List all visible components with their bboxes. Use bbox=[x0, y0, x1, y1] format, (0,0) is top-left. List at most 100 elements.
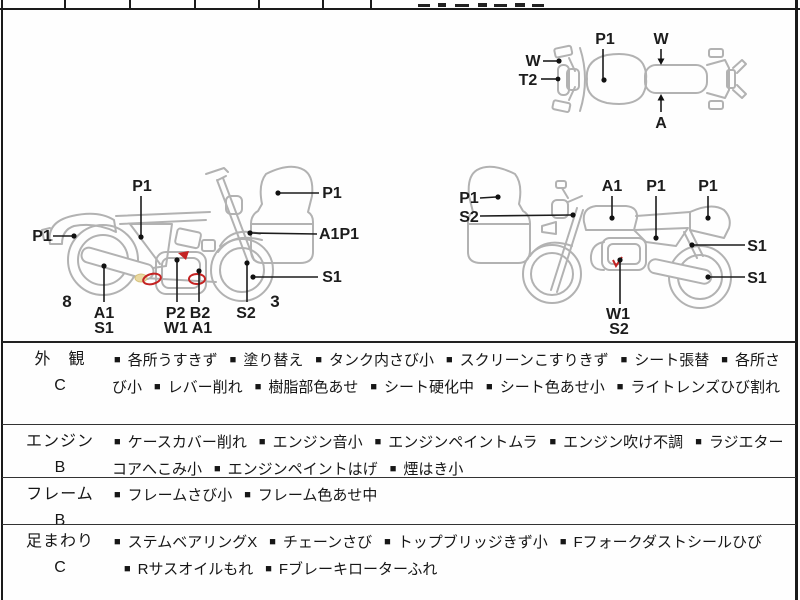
motorcycle-right-view-outline bbox=[467, 165, 732, 309]
condition-item: タンク内さび小 bbox=[329, 352, 435, 369]
label-tank: P1 bbox=[595, 31, 615, 48]
condition-item: 各所うすきず bbox=[127, 352, 218, 369]
bullet-icon: ■ bbox=[124, 563, 131, 575]
label-engine-lower: W1 A1 bbox=[164, 320, 212, 337]
condition-item: スクリーンこすりきず bbox=[459, 352, 609, 369]
bullet-icon: ■ bbox=[254, 381, 262, 393]
damage-arrow-engine bbox=[178, 251, 189, 260]
condition-item: 塗り替え bbox=[243, 352, 304, 369]
condition-item: レバー削れ bbox=[167, 379, 243, 396]
label-rear-wheel: S1 bbox=[747, 270, 767, 287]
label-front-area: T2 bbox=[519, 72, 538, 89]
motorcycle-right-view-diagram: P1 S2 A1 P1 P1 S1 S1 W1 S2 bbox=[459, 165, 767, 338]
condition-item: ケースカバー削れ bbox=[127, 434, 247, 451]
label-engine-upper: P2 B2 bbox=[166, 305, 211, 322]
bullet-icon: ■ bbox=[214, 463, 221, 475]
condition-item: フレーム色あせ中 bbox=[257, 487, 378, 504]
clipped-header-text bbox=[515, 3, 525, 7]
label-engine-top: W1 bbox=[606, 306, 630, 323]
bullet-icon: ■ bbox=[114, 489, 121, 501]
page-left-border bbox=[1, 0, 3, 600]
clipped-header-text bbox=[438, 3, 446, 7]
motorcycle-top-view-diagram: P1 W W T2 A bbox=[519, 31, 747, 132]
condition-grade: C bbox=[54, 559, 66, 576]
condition-item: 樹脂部色あせ bbox=[268, 379, 359, 396]
condition-item: エンジン吹け不調 bbox=[563, 434, 684, 451]
label-seat-rear: A bbox=[655, 115, 667, 132]
bullet-icon: ■ bbox=[154, 381, 161, 393]
condition-item: ラジエターコアへこみ小 bbox=[112, 434, 784, 478]
label-front-fender: A1P1 bbox=[319, 226, 359, 243]
clipped-header-text bbox=[494, 4, 507, 7]
bullet-icon: ■ bbox=[486, 381, 493, 393]
front-wheel-number: 3 bbox=[270, 292, 279, 311]
bullet-icon: ■ bbox=[721, 354, 728, 366]
header-cell-divider bbox=[129, 0, 131, 8]
condition-item: 各所さび小 bbox=[112, 352, 780, 396]
condition-item: エンジン音小 bbox=[272, 434, 363, 451]
condition-category: エンジン bbox=[25, 433, 94, 450]
damage-circle-left bbox=[142, 272, 162, 286]
bullet-icon: ■ bbox=[549, 436, 557, 448]
condition-item: チェーンさび bbox=[282, 534, 373, 551]
condition-items: ■ ステムベアリングX ■ チェーンさび ■ トップブリッジきず小 ■ Fフォークダストシール… bbox=[112, 530, 790, 584]
damage-circle-right bbox=[188, 273, 206, 285]
condition-item: 煙はき小 bbox=[403, 461, 464, 478]
label-seat: P1 bbox=[132, 178, 152, 195]
top-view-leader-lines bbox=[541, 49, 665, 112]
condition-items: ■ フレームさび小 ■ フレーム色あせ中 bbox=[112, 483, 790, 510]
bullet-icon: ■ bbox=[374, 436, 382, 448]
bullet-icon: ■ bbox=[389, 463, 397, 475]
condition-item: Rサスオイルもれ bbox=[137, 561, 254, 578]
condition-items: ■ ケースカバー削れ ■ エンジン音小 ■ エンジンペイントムラ ■ エンジン吹け不調 ■ラジエ… bbox=[112, 430, 790, 484]
bullet-icon: ■ bbox=[384, 536, 391, 548]
left-view-leader-lines bbox=[53, 190, 319, 302]
label-muffler-bottom: S1 bbox=[94, 320, 114, 337]
bullet-icon: ■ bbox=[229, 354, 237, 366]
bullet-icon: ■ bbox=[559, 536, 567, 548]
bullet-icon: ■ bbox=[244, 489, 251, 501]
condition-item: ライトレンズひび割れ bbox=[630, 379, 781, 396]
condition-item: トップブリッジきず小 bbox=[397, 534, 548, 551]
condition-grade: B bbox=[54, 459, 66, 476]
clipped-header-text bbox=[455, 4, 469, 7]
right-view-leader-lines bbox=[479, 194, 745, 304]
label-mirror: W bbox=[525, 53, 541, 70]
bullet-icon: ■ bbox=[446, 354, 453, 366]
bullet-icon: ■ bbox=[258, 436, 266, 448]
condition-row: エンジン B ■ ケースカバー削れ ■ エンジン音小 ■ エンジンペイントムラ ■ エンジン吹け不… bbox=[2, 424, 796, 478]
label-rear-shock: S1 bbox=[747, 238, 767, 255]
bullet-icon: ■ bbox=[114, 536, 121, 548]
label-muffler-top: A1 bbox=[94, 305, 115, 322]
condition-grade: C bbox=[54, 377, 66, 394]
condition-grade: B bbox=[54, 512, 66, 529]
header-cell-divider bbox=[194, 0, 196, 8]
condition-item: フレームさび小 bbox=[127, 487, 233, 504]
bullet-icon: ■ bbox=[620, 354, 628, 366]
condition-category: フレーム bbox=[26, 486, 94, 503]
label-fork-top: S2 bbox=[459, 209, 479, 226]
condition-item: シート張替 bbox=[634, 352, 710, 369]
condition-item: ステムベアリングX bbox=[127, 534, 258, 551]
damage-marks-left-view bbox=[134, 251, 206, 286]
motorcycle-left-view-diagram: P1 P1 P1 A1P1 S1 S2 P2 B2 W1 A1 A1 S1 8 … bbox=[32, 165, 359, 337]
label-front-wheel: S1 bbox=[322, 269, 342, 286]
label-tank: A1 bbox=[602, 178, 623, 195]
label-screen: P1 bbox=[322, 185, 342, 202]
condition-item: エンジンペイントムラ bbox=[388, 434, 538, 451]
clipped-header-text bbox=[532, 4, 544, 7]
bullet-icon: ■ bbox=[114, 354, 121, 366]
label-rear-cowl: P1 bbox=[698, 178, 718, 195]
header-cell-divider bbox=[370, 0, 372, 8]
header-bottom-border bbox=[0, 8, 800, 10]
bullet-icon: ■ bbox=[616, 381, 624, 393]
label-seat-front: W bbox=[653, 31, 669, 48]
condition-item: Fフォークダストシールひび bbox=[573, 534, 763, 551]
bullet-icon: ■ bbox=[265, 563, 272, 575]
label-screen: P1 bbox=[459, 190, 479, 207]
condition-row: フレーム B ■ フレームさび小 ■ フレーム色あせ中 bbox=[2, 477, 796, 529]
condition-item: エンジンペイントはげ bbox=[227, 461, 378, 478]
